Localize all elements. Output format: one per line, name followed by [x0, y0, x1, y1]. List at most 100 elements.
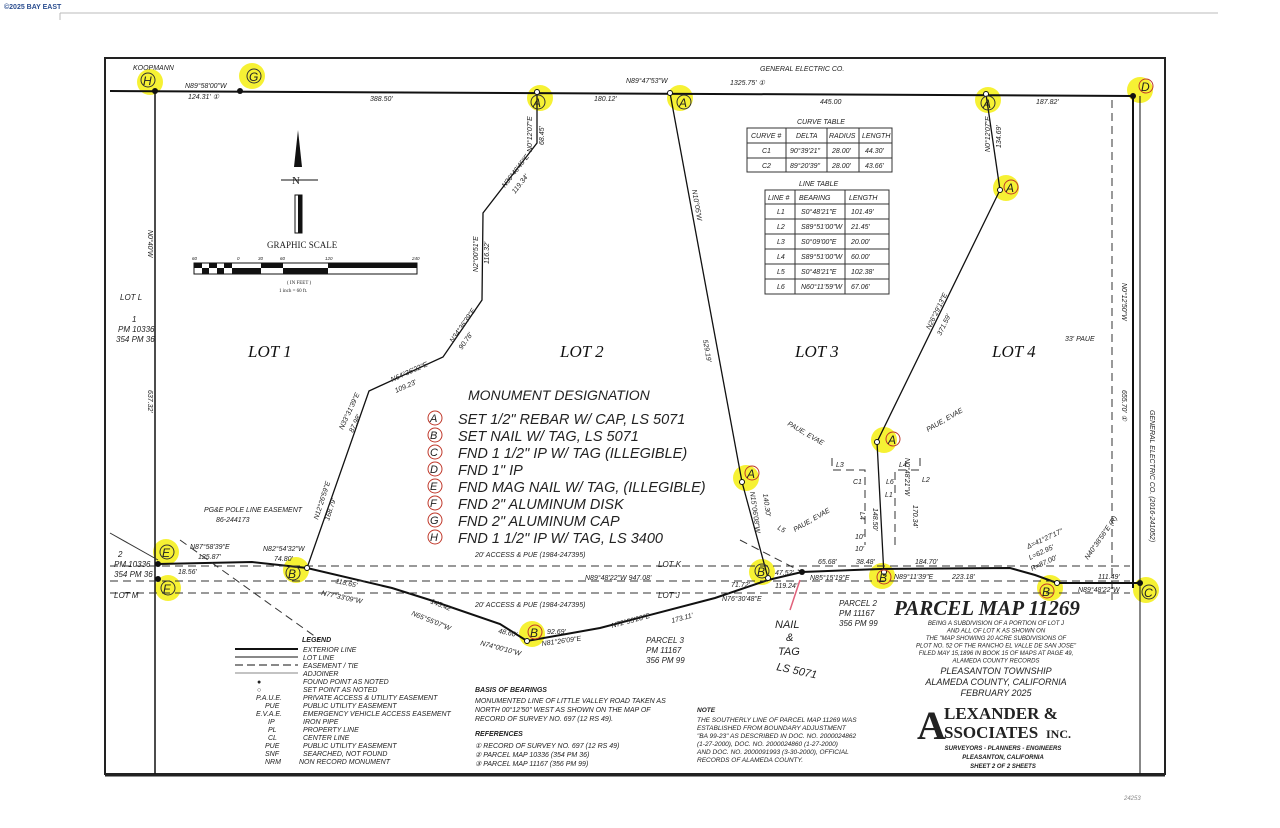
lot-4-label: LOT 4: [991, 342, 1036, 361]
svg-text:N65°55'07"W: N65°55'07"W: [410, 609, 453, 633]
svg-text:N0°48'21"W: N0°48'21"W: [903, 458, 911, 497]
svg-text:1325.75' ①: 1325.75' ①: [730, 79, 766, 87]
svg-text:20' ACCESS & PUE (1984-247395): 20' ACCESS & PUE (1984-247395): [474, 552, 585, 559]
svg-text:N77°33'09"W: N77°33'09"W: [321, 589, 365, 606]
svg-text:IRON PIPE: IRON PIPE: [303, 719, 339, 726]
monument-h: H: [140, 72, 156, 88]
svg-text:H: H: [430, 532, 438, 544]
svg-text:116.32': 116.32': [484, 241, 491, 264]
svg-text:●: ●: [257, 679, 261, 686]
svg-text:356 PM 99: 356 PM 99: [646, 656, 685, 665]
svg-text:111.49': 111.49': [1098, 574, 1120, 581]
svg-text:S0°09'00"E: S0°09'00"E: [801, 238, 837, 246]
svg-text:PUE: PUE: [265, 743, 280, 750]
svg-text:L4: L4: [858, 512, 865, 520]
graphic-scale-ratio: 1 inch = 60 ft.: [279, 289, 307, 294]
bay-east-watermark: ©2025 BAY EAST: [4, 3, 62, 11]
svg-text:67.06': 67.06': [851, 284, 871, 291]
monument-c: C: [1141, 584, 1157, 600]
svg-text:LENGTH: LENGTH: [849, 195, 878, 202]
svg-text:FND 2" ALUMINUM DISK: FND 2" ALUMINUM DISK: [458, 497, 625, 513]
svg-text:86-244173: 86-244173: [216, 517, 250, 524]
svg-text:223.18': 223.18': [951, 574, 975, 581]
svg-text:N0°40'W: N0°40'W: [146, 230, 154, 259]
svg-text:"BA 99-23" AS DESCRIBED IN DOC: "BA 99-23" AS DESCRIBED IN DOC. NO. 2000…: [697, 733, 857, 740]
svg-text:LINE #: LINE #: [768, 195, 790, 202]
svg-text:LOT LINE: LOT LINE: [303, 655, 334, 662]
svg-text:SHEET 2 OF 2 SHEETS: SHEET 2 OF 2 SHEETS: [970, 764, 1036, 770]
svg-text:PM 11167: PM 11167: [839, 609, 875, 618]
svg-text:N74°00'10"W: N74°00'10"W: [479, 639, 523, 658]
svg-text:529.19': 529.19': [701, 339, 712, 363]
svg-text:(1-27-2000), DOC. NO. 20000248: (1-27-2000), DOC. NO. 2000024860 (1-27-2…: [697, 741, 838, 748]
svg-text:LINE TABLE: LINE TABLE: [799, 181, 838, 188]
svg-text:1: 1: [132, 315, 136, 324]
svg-text:102.38': 102.38': [851, 269, 874, 276]
svg-text:N64°36'22"E: N64°36'22"E: [390, 360, 430, 384]
monument-b: B: [754, 563, 770, 579]
svg-text:B: B: [1042, 585, 1050, 599]
svg-text:L3: L3: [836, 462, 844, 469]
svg-text:68.45': 68.45': [539, 125, 546, 145]
svg-text:184.70': 184.70': [915, 559, 938, 566]
svg-text:NON RECORD MONUMENT: NON RECORD MONUMENT: [299, 759, 391, 766]
svg-text:DELTA: DELTA: [796, 133, 818, 140]
monument-f: F: [160, 580, 176, 596]
svg-text:N60°11'59"W: N60°11'59"W: [801, 283, 844, 291]
svg-text:② PARCEL MAP 10336 (354 PM 36): ② PARCEL MAP 10336 (354 PM 36): [475, 751, 589, 759]
svg-text:B: B: [530, 626, 538, 640]
references: REFERENCES ① RECORD OF SURVEY NO. 697 (1…: [475, 731, 619, 768]
parcel-2-pm10336-label: 2 PM 10336 354 PM 36: [114, 550, 153, 579]
svg-text:RADIUS: RADIUS: [829, 133, 856, 140]
svg-text:FOUND POINT AS NOTED: FOUND POINT AS NOTED: [303, 679, 389, 686]
svg-text:A: A: [678, 96, 687, 110]
svg-text:PG&E POLE LINE EASEMENT: PG&E POLE LINE EASEMENT: [204, 507, 303, 514]
svg-text:N72°53'28"E: N72°53'28"E: [610, 612, 651, 630]
svg-text:101.49': 101.49': [851, 209, 874, 216]
graphic-scale-units: ( IN FEET ): [287, 281, 312, 286]
monument-g: G: [246, 68, 262, 84]
svg-text:354 PM 36: 354 PM 36: [116, 335, 155, 344]
svg-text:N87°58'39"E: N87°58'39"E: [190, 543, 230, 551]
svg-text:FND 2" ALUMINUM CAP: FND 2" ALUMINUM CAP: [458, 514, 620, 530]
svg-text:A: A: [532, 96, 541, 110]
svg-text:N89°48'22"W: N89°48'22"W: [1078, 586, 1121, 594]
svg-text:30: 30: [258, 256, 264, 261]
legend: LEGEND ● ○ P.A.U.E. PUE E.V.A.E. IP PL C…: [235, 637, 452, 766]
svg-text:S0°48'21"E: S0°48'21"E: [801, 208, 837, 216]
svg-text:PLEASANTON TOWNSHIP: PLEASANTON TOWNSHIP: [940, 666, 1051, 676]
svg-text:RECORDS OF ALAMEDA COUNTY.: RECORDS OF ALAMEDA COUNTY.: [697, 757, 803, 764]
svg-text:LENGTH: LENGTH: [862, 133, 891, 140]
svg-text:60: 60: [192, 256, 198, 261]
svg-text:60.00': 60.00': [851, 254, 871, 261]
svg-text:240: 240: [411, 256, 420, 261]
graphic-scale-bar: [193, 262, 418, 275]
monument-labels: H G A A A D A A A E F B B B B B C: [140, 68, 1157, 640]
lot-m-label: LOT M: [114, 591, 139, 600]
svg-text:L6: L6: [777, 284, 785, 291]
svg-text:PM 11167: PM 11167: [646, 646, 682, 655]
svg-text:33' PAUE: 33' PAUE: [1065, 336, 1095, 343]
svg-text:CURVE #: CURVE #: [751, 133, 781, 140]
svg-text:BEARING: BEARING: [799, 195, 831, 202]
svg-text:43.66': 43.66': [865, 163, 885, 170]
svg-text:187.82': 187.82': [1036, 99, 1059, 106]
svg-text:D: D: [430, 464, 438, 476]
svg-text:PUBLIC UTILITY EASEMENT: PUBLIC UTILITY EASEMENT: [303, 743, 397, 750]
lot-2-label: LOT 2: [559, 342, 604, 361]
svg-text:145.42': 145.42': [429, 598, 453, 613]
svg-text:NOTE: NOTE: [697, 707, 716, 714]
parcel-3-label: PARCEL 3 PM 11167 356 PM 99: [646, 636, 685, 665]
svg-text:FND MAG NAIL W/ TAG, (ILLEGIBL: FND MAG NAIL W/ TAG, (ILLEGIBLE): [458, 480, 706, 496]
svg-text:119.24': 119.24': [775, 583, 798, 590]
svg-text:PL: PL: [268, 727, 277, 734]
svg-text:EASEMENT / TIE: EASEMENT / TIE: [303, 663, 359, 670]
svg-text:SET 1/2" REBAR W/ CAP, LS 5071: SET 1/2" REBAR W/ CAP, LS 5071: [458, 412, 685, 428]
svg-text:N0°12'07"E: N0°12'07"E: [526, 116, 534, 152]
svg-text:A: A: [1005, 181, 1014, 195]
svg-text:445.00: 445.00: [820, 99, 842, 106]
svg-text:PM 10336: PM 10336: [118, 325, 155, 334]
svg-text:PAUE, EVAE: PAUE, EVAE: [793, 507, 832, 534]
svg-text:L3: L3: [777, 239, 785, 246]
svg-text:LOT L: LOT L: [120, 293, 142, 302]
